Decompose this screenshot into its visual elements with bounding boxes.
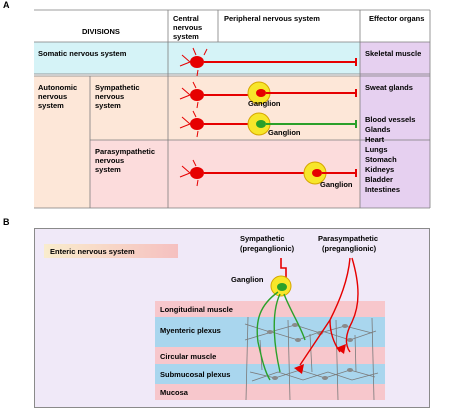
layer-label-1: Myenteric plexus xyxy=(160,326,221,335)
plexus-neurons xyxy=(267,323,353,380)
row-sympathetic-3: system xyxy=(95,101,121,110)
sympathetic-neuron-2 xyxy=(179,110,357,138)
ganglion-label-para: Ganglion xyxy=(320,180,353,189)
effector-visceral-2: Heart xyxy=(365,135,385,144)
layer-circular xyxy=(155,347,385,364)
layer-mucosa xyxy=(155,384,385,400)
header-effector: Effector organs xyxy=(369,14,425,23)
parasympathetic-preganglionic xyxy=(299,257,359,366)
parasympathetic-neuron xyxy=(179,159,357,187)
effector-visceral-0: Blood vessels xyxy=(365,115,416,124)
ganglion-label-symp-1: Ganglion xyxy=(248,99,281,108)
row-sympathetic-2: nervous xyxy=(95,92,125,101)
effector-column-bg xyxy=(360,42,430,208)
row-sympathetic-1: Sympathetic xyxy=(95,83,140,92)
effector-visceral-4: Stomach xyxy=(365,155,397,164)
header-central-1: Central xyxy=(173,14,199,23)
effector-visceral-7: Intestines xyxy=(365,185,401,194)
ganglion-label-b: Ganglion xyxy=(231,275,264,284)
header-peripheral: Peripheral nervous system xyxy=(224,14,320,23)
layer-label-4: Mucosa xyxy=(160,388,188,397)
parasympathetic-label-1: Parasympathetic xyxy=(318,234,379,243)
sympathetic-postganglionic xyxy=(256,291,306,381)
enteric-title: Enteric nervous system xyxy=(50,247,135,256)
row-somatic: Somatic nervous system xyxy=(38,49,127,58)
layer-longitudinal xyxy=(155,301,385,317)
effector-visceral-3: Lungs xyxy=(365,145,388,154)
header-central-2: nervous xyxy=(173,23,203,32)
row-autonomic-2: nervous xyxy=(38,92,68,101)
row-autonomic-1: Autonomic xyxy=(38,83,78,92)
effector-visceral-6: Bladder xyxy=(365,175,393,184)
header-central-3: system xyxy=(173,32,199,41)
enteric-title-box xyxy=(44,244,178,258)
panel-b-label: B xyxy=(3,217,10,227)
parasympathetic-targets xyxy=(294,344,346,374)
layer-label-2: Circular muscle xyxy=(160,352,217,361)
effector-visceral-1: Glands xyxy=(365,125,391,134)
row-parasympathetic-2: nervous xyxy=(95,156,125,165)
header-divisions: DIVISIONS xyxy=(82,27,120,36)
sympathetic-label-2: (preganglionic) xyxy=(240,244,295,253)
layer-label-3: Submucosal plexus xyxy=(160,370,231,379)
myenteric-network xyxy=(244,316,379,401)
effector-sweat: Sweat glands xyxy=(365,83,413,92)
parasympathetic-label-2: (preganglionic) xyxy=(322,244,377,253)
row-parasympathetic-1: Parasympathetic xyxy=(95,147,156,156)
effector-visceral-5: Kidneys xyxy=(365,165,395,174)
row-autonomic-3: system xyxy=(38,101,64,110)
sympathetic-neuron-1 xyxy=(179,81,357,109)
panel-a-label: A xyxy=(3,0,10,10)
row-parasympathetic-3: system xyxy=(95,165,121,174)
somatic-neuron xyxy=(179,47,357,77)
sympathetic-preganglionic xyxy=(270,258,292,297)
ganglion-label-symp-2: Ganglion xyxy=(268,128,301,137)
sympathetic-label-1: Sympathetic xyxy=(240,234,285,243)
layer-label-0: Longitudinal muscle xyxy=(160,305,233,314)
effector-skeletal: Skeletal muscle xyxy=(365,49,422,58)
